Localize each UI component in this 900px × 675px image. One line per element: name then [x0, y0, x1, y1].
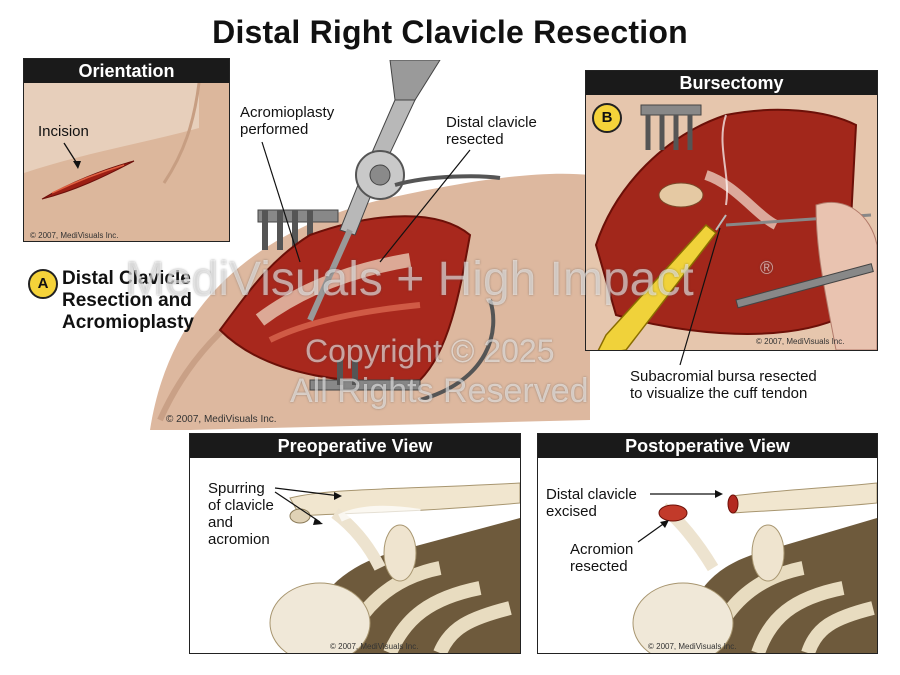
badge-a: A: [28, 269, 58, 299]
acromioplasty-label-line1: Acromioplasty: [240, 104, 335, 121]
clavicle-excised-label-line1: Distal clavicle: [546, 486, 637, 503]
main-surgical-illustration: [218, 60, 501, 400]
spurring-label-line2: of clavicle: [208, 497, 274, 514]
clavicle-resected-label-line2: resected: [446, 131, 504, 148]
spurring-arrows: [274, 487, 342, 525]
acromion-resected-label-line2: resected: [570, 558, 628, 575]
clavicle-excised-label-line2: excised: [546, 503, 597, 520]
acromion-resected-label-line1: Acromion: [570, 541, 634, 558]
main-label-line1: Distal Clavicle: [62, 268, 191, 289]
preoperative-header: Preoperative View: [190, 434, 520, 458]
watermark-line2: Copyright © 2025: [305, 333, 555, 369]
bursectomy-caption-line1: Subacromial bursa resected: [630, 368, 817, 385]
watermark-reg: ®: [760, 258, 774, 278]
preoperative-illustration: [269, 482, 520, 653]
preoperative-copyright: © 2007, MediVisuals Inc.: [330, 642, 419, 651]
bursectomy-illustration: [594, 104, 877, 350]
postoperative-arrows: [637, 490, 723, 543]
main-label-line3: Acromioplasty: [62, 312, 194, 333]
badge-b: B: [592, 103, 622, 133]
postoperative-illustration: [632, 482, 877, 653]
postoperative-panel: Postoperative View Distal clavicle excis…: [537, 433, 878, 654]
postoperative-copyright: © 2007, MediVisuals Inc.: [648, 642, 737, 651]
bursectomy-panel: Bursectomy B © 2007, MediVisuals Inc.: [585, 70, 878, 351]
spurring-label-line1: Spurring: [208, 480, 265, 497]
spurring-label-line3: and: [208, 514, 234, 531]
clavicle-resected-label-line1: Distal clavicle: [446, 114, 537, 131]
incision-label: Incision: [38, 123, 89, 140]
spurring-label-line4: acromion: [208, 531, 270, 548]
page-title: Distal Right Clavicle Resection: [212, 14, 688, 50]
orientation-panel: Orientation Incision © 2007, MediVisuals…: [23, 58, 230, 242]
watermark-line1: MediVisuals + High Impact: [125, 253, 694, 306]
main-copyright: © 2007, MediVisuals Inc.: [166, 414, 277, 425]
orientation-copyright: © 2007, MediVisuals Inc.: [30, 231, 119, 240]
main-label-line2: Resection and: [62, 290, 192, 311]
acromioplasty-label-line2: performed: [240, 121, 309, 138]
bursectomy-header: Bursectomy: [586, 71, 877, 95]
bursectomy-caption-line2: to visualize the cuff tendon: [630, 385, 808, 402]
postoperative-header: Postoperative View: [538, 434, 877, 458]
watermark-line3: All Rights Reserved: [290, 372, 589, 410]
bursectomy-copyright: © 2007, MediVisuals Inc.: [756, 337, 845, 346]
orientation-header: Orientation: [24, 59, 229, 83]
preoperative-panel: Preoperative View Spurring of clavicle a…: [189, 433, 521, 654]
incision-arrow: [63, 142, 81, 169]
orientation-illustration: [24, 83, 229, 241]
